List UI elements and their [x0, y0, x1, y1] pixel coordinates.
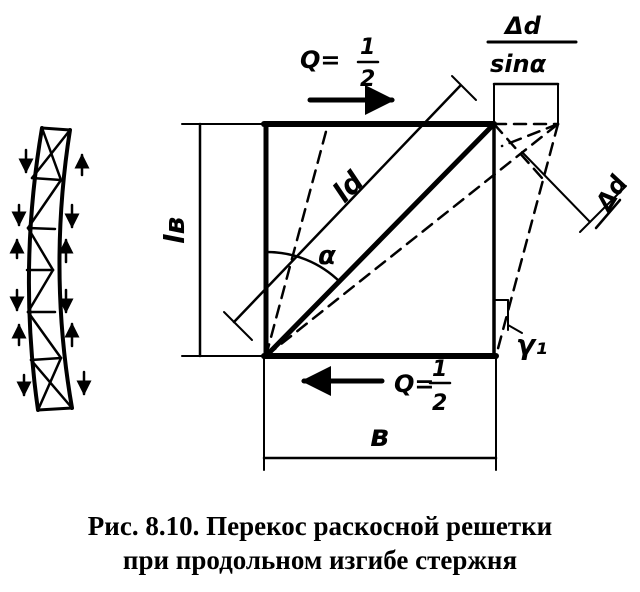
figure-caption-line-2: при продольном изгибе стержня	[122, 545, 518, 575]
delta-d-sin-denominator: sinα	[490, 50, 547, 78]
truss-panels	[25, 126, 74, 412]
diagram-labels: Q= 1 2 Q= 1 2 Δd sinα ld α lв в Δd γ₁	[158, 12, 633, 454]
alpha-label: α	[318, 241, 336, 271]
q-top-numerator: 1	[360, 35, 375, 60]
alpha-arc	[264, 250, 342, 284]
truss-skew-diagram: Q= 1 2 Q= 1 2 Δd sinα ld α lв в Δd γ₁	[9, 12, 633, 471]
b-label: в	[370, 419, 389, 454]
deformed-lines	[264, 122, 560, 358]
gamma1-label: γ₁	[516, 328, 547, 361]
delta-d-label: Δd	[589, 170, 633, 218]
figure-caption-line-1: Рис. 8.10. Перекос раскосной решетки	[87, 511, 553, 541]
delta-d-sin-numerator: Δd	[503, 12, 542, 40]
lb-label: lв	[158, 217, 191, 244]
ld-dimension	[232, 84, 462, 324]
q-bottom-numerator: 1	[432, 357, 447, 382]
q-top-prefix: Q=	[300, 46, 341, 74]
q-bottom-prefix: Q=	[394, 370, 435, 398]
truss-inner-chord	[57, 128, 74, 410]
panel-geometry	[181, 40, 627, 471]
q-top-denominator: 2	[360, 67, 375, 92]
diagonal-member	[263, 121, 497, 359]
bent-truss-sketch	[9, 126, 92, 412]
truss-force-arrows	[9, 148, 92, 397]
q-bottom-denominator: 2	[432, 391, 447, 416]
ld-label: ld	[326, 164, 371, 209]
